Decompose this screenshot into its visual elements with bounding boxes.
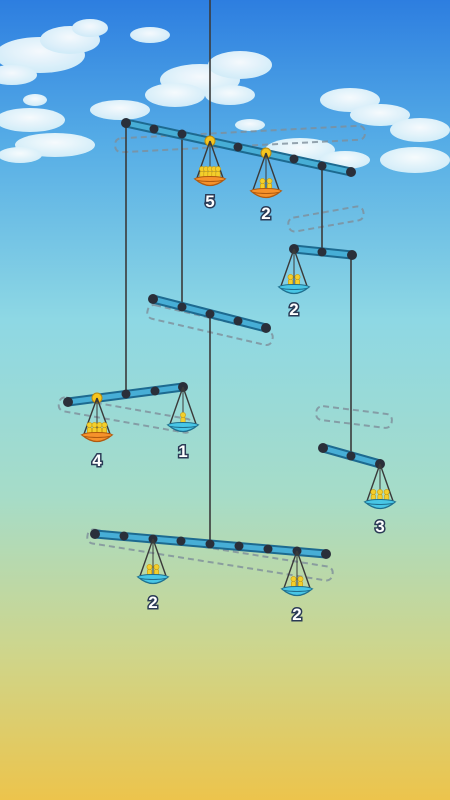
scale-pan-top-left[interactable]: 5	[193, 140, 227, 213]
scale-pan-right-upper[interactable]: 2	[277, 248, 311, 321]
scale-pan-bottom-left[interactable]: 2	[136, 538, 170, 614]
clouds	[0, 19, 450, 173]
scale-pans: 5 2 2 4 1 3 2 2	[80, 140, 397, 626]
pan-count-label: 5	[205, 192, 214, 211]
hanging-ropes	[125, 0, 352, 544]
pivot-points	[91, 135, 272, 404]
pan-count-label: 4	[92, 451, 102, 470]
pan-count-label: 2	[289, 300, 298, 319]
scale-pan-bottom-right[interactable]: 2	[280, 550, 314, 626]
scale-pan-left-light[interactable]: 1	[166, 386, 200, 463]
pan-count-label: 1	[178, 442, 187, 461]
scale-pan-left-heavy[interactable]: 4	[80, 397, 114, 472]
pan-count-label: 2	[261, 204, 270, 223]
pan-count-label: 3	[375, 517, 384, 536]
pan-count-label: 2	[292, 605, 301, 624]
scale-pan-top-right[interactable]: 2	[249, 152, 283, 225]
pan-count-label: 2	[148, 593, 157, 612]
crowd-figures	[199, 166, 221, 180]
scale-pan-right-lower[interactable]: 3	[363, 463, 397, 538]
